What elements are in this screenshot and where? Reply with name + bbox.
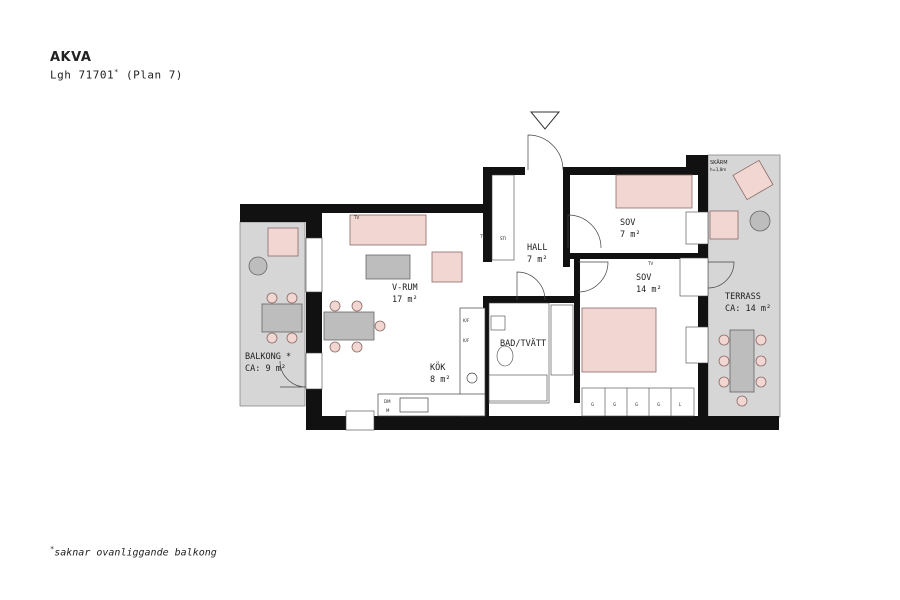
coffee-table bbox=[365, 254, 411, 280]
tv-label-sov: TV bbox=[647, 261, 653, 266]
room-area-hall: 7 m² bbox=[527, 255, 547, 265]
footnote-text: saknar ovanliggande balkong bbox=[54, 547, 217, 559]
apartment-label: Lgh 71701* (Plan 7) bbox=[50, 68, 183, 82]
plan-number: (Plan 7) bbox=[125, 68, 183, 82]
wardrobes bbox=[581, 387, 695, 417]
dining-table bbox=[323, 311, 375, 341]
tv-label-vrum: TV bbox=[353, 215, 359, 220]
terrace-armchair-top bbox=[732, 159, 774, 201]
furniture bbox=[248, 159, 774, 407]
armchair bbox=[431, 251, 463, 283]
room-label-kok: KÖK bbox=[430, 362, 446, 373]
dm-label: DM bbox=[384, 399, 391, 404]
plan-title: AKVA bbox=[50, 50, 92, 65]
kf-label-1: K/F bbox=[463, 318, 470, 323]
sofa bbox=[349, 214, 427, 246]
apartment-mark: * bbox=[114, 68, 119, 76]
wardrobe-label-g2: G bbox=[613, 402, 616, 407]
footnote-mark: * bbox=[50, 545, 55, 553]
room-area-sov-small: 7 m² bbox=[620, 230, 640, 240]
room-label-bad: BAD/TVÄTT bbox=[500, 338, 546, 349]
apartment-number: Lgh 71701 bbox=[50, 68, 115, 82]
room-label-sov-large: SOV bbox=[636, 273, 651, 283]
wardrobe-label-g4: G bbox=[657, 402, 660, 407]
wardrobe-label-l: L bbox=[679, 402, 682, 407]
bed-small bbox=[615, 174, 693, 209]
room-area-sov-large: 14 m² bbox=[636, 285, 662, 295]
terrace-armchair bbox=[709, 210, 739, 240]
room-label-vrum: V-RUM bbox=[392, 283, 418, 293]
skarm-label: SKÄRM bbox=[710, 159, 728, 166]
footnote: *saknar ovanliggande balkong bbox=[50, 545, 217, 558]
kitchen-counter bbox=[377, 307, 486, 417]
doors bbox=[279, 134, 735, 388]
skarm-height-label: h=1,8m bbox=[710, 167, 726, 172]
room-area-vrum: 17 m² bbox=[392, 295, 418, 305]
bed-large bbox=[581, 307, 657, 373]
room-area-balkong: CA: 9 m² bbox=[245, 364, 286, 374]
room-label-terrass: TERRASS bbox=[725, 292, 761, 302]
entrance-arrow-icon bbox=[529, 111, 561, 130]
balcony-table bbox=[261, 303, 303, 333]
wardrobe-label-g1: G bbox=[591, 402, 594, 407]
tv-label-hall: TV bbox=[479, 234, 485, 239]
windows bbox=[305, 211, 709, 431]
m-label: M bbox=[386, 408, 390, 413]
bathroom-fixtures bbox=[488, 302, 574, 404]
room-label-balkong: BALKONG * bbox=[245, 352, 291, 362]
terrace-table bbox=[729, 329, 755, 393]
kf-label-2: K/F bbox=[463, 338, 470, 343]
balcony-armchair bbox=[267, 227, 299, 257]
sti-label: STI bbox=[500, 236, 506, 241]
wardrobe-label-g3: G bbox=[635, 402, 638, 407]
hall-wardrobe bbox=[491, 174, 515, 261]
room-area-terrass: CA: 14 m² bbox=[725, 304, 771, 314]
room-area-kok: 8 m² bbox=[430, 375, 450, 385]
room-label-hall: HALL bbox=[527, 243, 547, 253]
room-label-sov-small: SOV bbox=[620, 218, 635, 228]
